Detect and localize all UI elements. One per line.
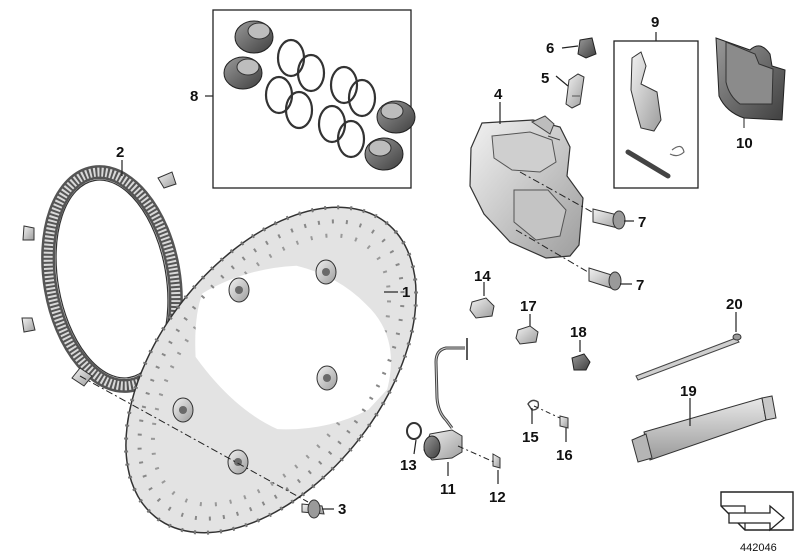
brake-pads-icon	[715, 37, 786, 128]
callout-18: 18	[570, 324, 587, 341]
seal-ring-icon	[264, 38, 377, 159]
cable-clip-icon	[469, 297, 495, 319]
retaining-clip-icon	[527, 399, 561, 419]
callout-7-lower: 7	[636, 277, 644, 294]
pad-pin-icon	[625, 149, 671, 179]
callout-1: 1	[402, 284, 410, 301]
wheel-speed-sensor-icon	[423, 338, 468, 461]
retaining-clip-icon	[669, 145, 685, 157]
callout-2: 2	[116, 144, 124, 161]
disc-bolt-icon	[301, 499, 325, 519]
paper-corner-arrow-icon	[720, 491, 794, 532]
cable-clip-icon	[515, 325, 539, 345]
callout-5: 5	[541, 70, 549, 87]
callout-12: 12	[489, 489, 506, 506]
leader-lines	[121, 45, 737, 510]
callout-15: 15	[522, 429, 539, 446]
screw-icon	[559, 415, 569, 429]
caliper-bolt-icon	[592, 208, 626, 230]
callout-4: 4	[494, 86, 503, 103]
callout-11: 11	[440, 481, 456, 498]
caliper-bolt-icon	[588, 267, 622, 291]
callout-10: 10	[736, 135, 753, 152]
brake-caliper-icon	[469, 115, 584, 259]
bleeder-valve-icon	[565, 73, 585, 109]
sensor-screw-icon	[457, 445, 501, 469]
pad-spring-icon	[630, 51, 662, 132]
diagram-reference-number: 442046	[740, 542, 777, 554]
washer-icon	[406, 422, 422, 440]
cable-tie-icon	[635, 333, 742, 381]
seal-kit-group	[205, 9, 416, 189]
brake-disc-icon	[123, 205, 419, 535]
callout-8: 8	[190, 88, 198, 105]
seal-kit-box	[212, 9, 412, 189]
callout-3: 3	[338, 501, 346, 518]
piston-icon	[223, 20, 416, 171]
callout-labels: 2 1 3 4 5 6 7 7 8 9 10 11 12 13 14 15 16…	[116, 14, 753, 518]
callout-6: 6	[546, 40, 554, 57]
assembly-lines	[515, 171, 593, 273]
cable-clip-icon	[571, 353, 591, 371]
assembly-line	[79, 375, 309, 503]
callout-16: 16	[556, 447, 573, 464]
pad-hardware-group	[613, 32, 699, 189]
callout-19: 19	[680, 383, 697, 400]
bleeder-cap-icon	[577, 37, 597, 59]
callout-20: 20	[726, 296, 743, 313]
callout-13: 13	[400, 457, 417, 474]
abs-sensor-ring-icon	[21, 165, 183, 393]
callout-7-upper: 7	[638, 214, 646, 231]
callout-17: 17	[520, 298, 537, 315]
callout-14: 14	[474, 268, 491, 285]
callout-9: 9	[651, 14, 659, 31]
grease-tube-icon	[631, 395, 777, 463]
